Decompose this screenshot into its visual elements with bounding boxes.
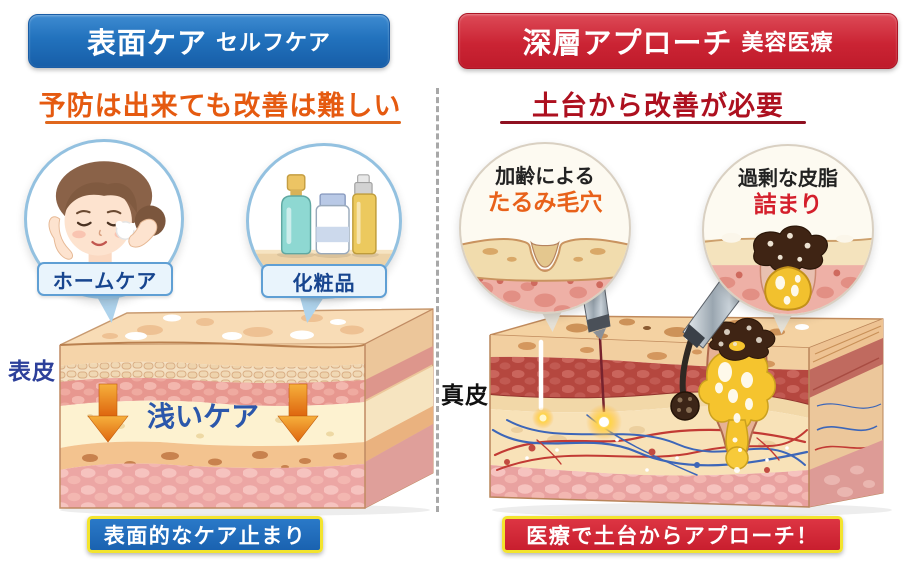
dermis-label: 真皮 bbox=[441, 382, 489, 408]
left-header-title: 表面ケア bbox=[86, 28, 207, 60]
sagging-pore-illustration bbox=[461, 238, 629, 312]
left-tagline-underline bbox=[45, 121, 401, 124]
home-care-label: ホームケア bbox=[37, 262, 173, 296]
clogged-pore-circle: 過剰な皮脂 詰まり bbox=[702, 144, 874, 316]
clogged-pore-illustration bbox=[704, 225, 872, 314]
sagging-pore-circle: 加齢による たるみ毛穴 bbox=[459, 142, 631, 314]
cosmetics-label-text: 化粧品 bbox=[292, 272, 356, 295]
clogged-pore-caption-1: 過剰な皮脂 bbox=[738, 168, 838, 190]
down-arrow-icon bbox=[277, 383, 319, 443]
cosmetics-label: 化粧品 bbox=[261, 264, 387, 298]
left-header-badge: 表面ケア セルフケア bbox=[28, 14, 390, 68]
left-skin-illustration: 浅いケア bbox=[59, 308, 434, 516]
clogged-pore-caption-2: 詰まり bbox=[753, 191, 823, 217]
left-footer-badge: 表面的なケア止まり bbox=[87, 516, 323, 553]
shallow-care-label: 浅いケア bbox=[147, 401, 259, 432]
left-tagline: 予防は出来ても改善は難しい bbox=[38, 91, 402, 121]
right-header-title: 深層アプローチ bbox=[522, 28, 733, 60]
right-tagline-underline bbox=[500, 121, 806, 124]
right-footer-text: 医療で土台からアプローチ！ bbox=[526, 524, 819, 548]
sagging-pore-caption-1: 加齢による bbox=[495, 166, 595, 188]
right-tagline: 土台から改善が必要 bbox=[532, 91, 784, 121]
cream-dabs-on-skin bbox=[125, 314, 346, 340]
right-header-badge: 深層アプローチ 美容医療 bbox=[458, 13, 898, 69]
left-header-subtitle: セルフケア bbox=[216, 30, 332, 55]
epidermis-label: 表皮 bbox=[8, 358, 56, 384]
home-care-label-text: ホームケア bbox=[52, 270, 158, 293]
panel-divider bbox=[436, 88, 439, 512]
down-arrow-icon bbox=[87, 383, 129, 443]
left-footer-text: 表面的なケア止まり bbox=[103, 524, 307, 548]
sebum-plug-illustration bbox=[698, 317, 776, 473]
sagging-pore-caption-2: たるみ毛穴 bbox=[487, 189, 603, 215]
right-footer-badge: 医療で土台からアプローチ！ bbox=[502, 516, 843, 553]
right-header-subtitle: 美容医療 bbox=[741, 30, 834, 55]
right-skin-illustration bbox=[489, 280, 892, 517]
